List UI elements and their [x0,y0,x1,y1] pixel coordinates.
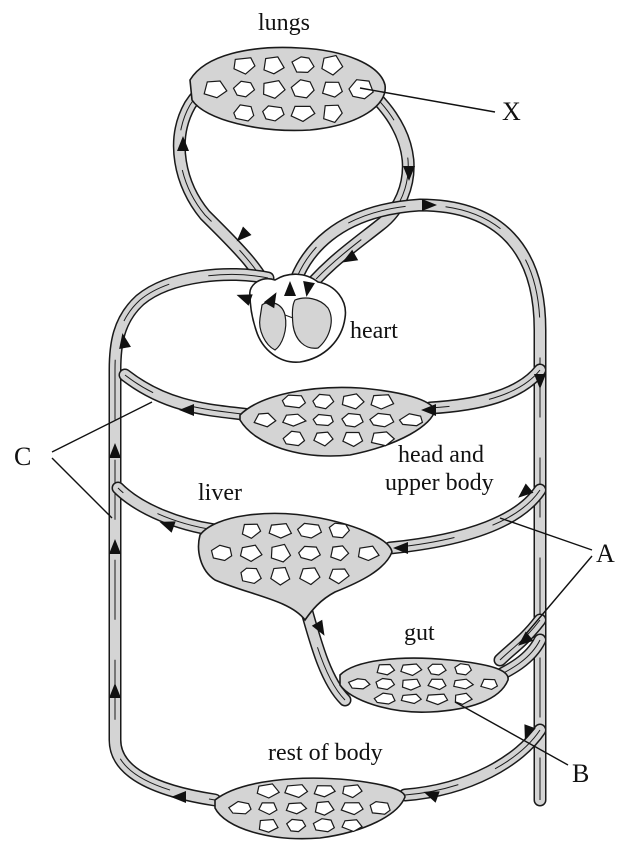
body-capillary-bed [215,778,405,838]
letter-x: X [502,97,521,126]
letter-c: C [14,442,31,471]
label-heart: heart [350,318,398,344]
label-liver: liver [198,480,242,506]
capillary-cell [282,395,305,408]
label-head-line1: head and [398,442,484,468]
letter-a: A [596,539,615,568]
label-rest-of-body: rest of body [268,740,383,766]
liver-capillary-bed [199,513,392,620]
gut-capillary-bed [340,658,508,712]
head-branch-out-lumen [430,370,540,408]
label-gut: gut [404,620,435,646]
label-lungs: lungs [258,10,310,36]
letter-b: B [572,759,589,788]
capillary-cell [370,802,390,815]
leader-c-lower [52,458,112,518]
heart [250,274,346,362]
capillary-cell [313,415,333,426]
body-branch-out-outline [405,730,540,795]
leader-c-upper [52,402,152,452]
lungs-capillary-bed [190,47,385,130]
label-head-line2: upper body [385,470,494,496]
